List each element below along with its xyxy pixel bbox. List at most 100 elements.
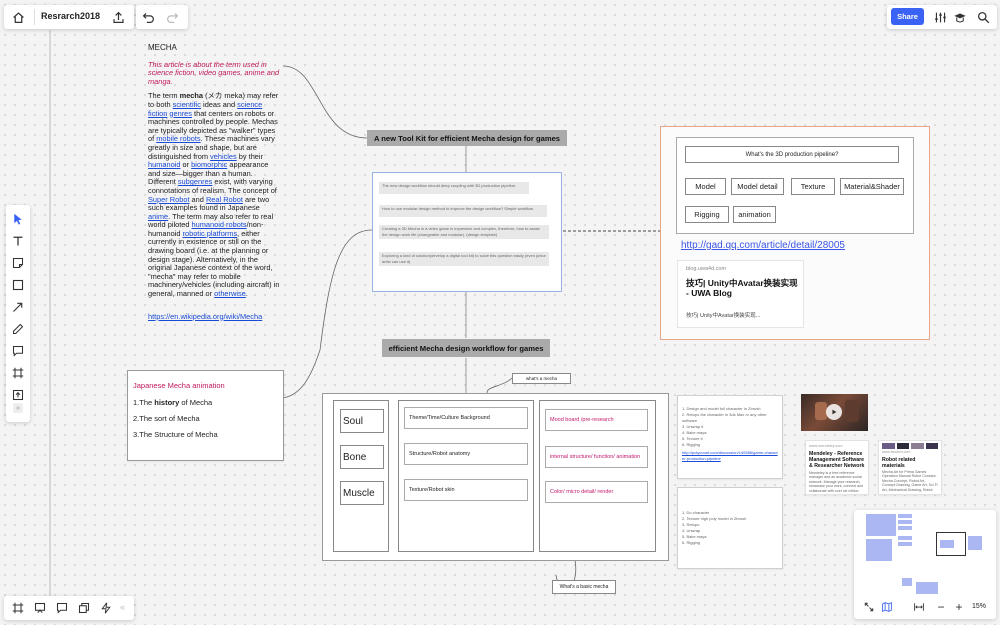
graduation-cap-icon[interactable] [952,9,968,25]
anime-note[interactable]: Japanese Mecha animation 1.The history o… [127,370,284,461]
redo-icon[interactable] [164,9,180,25]
right-color-detail[interactable]: Color/ micro detail/ render [545,481,648,503]
robot-materials-card[interactable]: www.fandom.com Robot related materials M… [878,440,942,495]
link-vehicles[interactable]: vehicles [210,151,237,161]
link-robotic-platforms[interactable]: robotic platforms [182,228,238,238]
comment-icon[interactable] [10,343,26,359]
tag-texture[interactable]: Texture [791,178,835,195]
wikipedia-link[interactable]: https://en.wikipedia.org/wiki/Mecha [148,311,263,321]
fit-screen-icon[interactable] [862,600,876,614]
map-icon[interactable] [880,600,894,614]
whats-basic-mecha-tag[interactable]: What's a basic mecha [552,580,616,594]
part-soul[interactable]: Soul [340,409,384,433]
sliders-icon[interactable] [932,9,948,25]
square-icon[interactable] [10,277,26,293]
part-bone[interactable]: Bone [340,445,384,469]
link-biomorphic[interactable]: biomorphic [191,160,228,170]
collapse-icon[interactable]: « [120,602,126,612]
home-icon[interactable] [10,9,26,25]
workflow-title[interactable]: efficient Mecha design workflow for game… [382,339,550,357]
mid-texture[interactable]: Texture/Robot skin [404,479,528,501]
mid-column: Theme/Time/Culture Background Structure/… [398,400,534,552]
tag-rigging[interactable]: Rigging [685,206,729,223]
link-humanoid-robots[interactable]: humanoid robots [191,220,247,230]
link-genres[interactable]: genres [169,108,192,118]
minimap-block [898,536,912,540]
fit-width-icon[interactable] [912,600,926,614]
upload-icon[interactable] [10,387,26,403]
robot-thumbs [882,443,938,449]
link-science-fiction[interactable]: science fiction [148,99,263,118]
board-title[interactable]: Resrarch2018 [41,11,101,21]
minimap-viewport[interactable] [936,532,966,556]
mendeley-card[interactable]: www.mendeley.com Mendeley - Reference Ma… [805,440,869,495]
cards-icon[interactable] [76,600,92,616]
presentation-icon[interactable] [32,600,48,616]
text-run: /non-humanoid [148,220,264,238]
workflow-frame[interactable]: Soul Bone Muscle Theme/Time/Culture Back… [322,393,669,561]
mid-theme[interactable]: Theme/Time/Culture Background [404,407,528,429]
undo-icon[interactable] [140,9,156,25]
text-run: or [180,160,192,170]
lightning-icon[interactable] [98,600,114,616]
zoom-out-icon[interactable]: − [937,600,945,614]
share-button[interactable]: Share [891,8,924,25]
parts-column: Soul Bone Muscle [333,400,389,552]
link-anime[interactable]: anime [148,211,169,221]
mendeley-title: Mendeley - Reference Management Software… [809,451,865,469]
sticky-note-icon[interactable] [10,255,26,271]
bottom-toolbar: « [4,596,134,620]
tag-material-shader[interactable]: Material&Shader [840,178,904,195]
tag-model-detail[interactable]: Model detail [731,178,784,195]
note-2[interactable]: How to use modular design method to impr… [379,205,547,217]
gad-link[interactable]: http://gad.qq.com/article/detail/28005 [681,240,845,251]
note-3[interactable]: Creating a 3D Mecha in a video game is e… [379,225,549,239]
uwa-link-card[interactable]: blog.uwa4d.com 技巧| Unity中Avatar换装实现 - UW… [677,260,804,328]
zoom-level[interactable]: 15% [972,603,987,610]
steps-list-2: 1. Do character 2. Texture high poly mod… [682,510,778,546]
pipeline-frame[interactable]: What's the 3D production pipeline? Model… [660,126,930,340]
tools-toolbar: » [6,205,30,422]
export-icon[interactable] [110,9,126,25]
search-icon[interactable] [975,9,991,25]
part-muscle[interactable]: Muscle [340,481,384,505]
chat-icon[interactable] [54,600,70,616]
note-4[interactable]: Exploring a kind of solution(develop a d… [379,252,549,266]
text-run: and [189,194,206,204]
mid-structure[interactable]: Structure/Robot anatomy [404,443,528,465]
link-mobile-robots[interactable]: mobile robots [156,134,201,144]
pen-icon[interactable] [10,321,26,337]
thumb [911,443,924,449]
link-humanoid[interactable]: humanoid [148,160,181,170]
text-run: 1.The [133,398,155,407]
steps-note-2[interactable]: 1. Do character 2. Texture high poly mod… [677,487,783,569]
frame-icon[interactable] [10,365,26,381]
link-real-robot[interactable]: Real Robot [205,194,243,204]
right-internal-structure[interactable]: internal structure/ function/ animation [545,446,648,468]
zoom-in-icon[interactable]: + [955,600,963,614]
more-icon[interactable]: » [13,403,23,413]
right-mood-board[interactable]: Mood board /pre-research [545,409,648,431]
pipeline-question[interactable]: What's the 3D production pipeline? [685,146,899,163]
robot-title: Robot related materials [882,457,916,469]
note-1[interactable]: The new design workflow should deep coup… [379,182,529,194]
link-subgenres[interactable]: subgenres [177,177,213,187]
tag-model[interactable]: Model [685,178,726,195]
toolkit-notes-frame[interactable]: The new design workflow should deep coup… [372,172,562,292]
minimap-canvas[interactable] [860,514,990,596]
play-icon[interactable] [826,404,842,420]
toolkit-title[interactable]: A new Tool Kit for efficient Mecha desig… [367,130,567,146]
tag-animation[interactable]: animation [733,206,776,223]
link-scientific[interactable]: scientific [172,99,201,109]
frames-icon[interactable] [10,600,26,616]
polycount-link[interactable]: http://polycount.com/discussion/140586/g… [682,450,778,461]
pipeline-steps-note[interactable]: 1. Design and model full character in Zb… [677,395,783,479]
minimap-block [940,540,954,548]
cursor-icon[interactable] [10,211,26,227]
whats-a-mecha-tag[interactable]: what's a mecha [512,373,571,384]
link-otherwise[interactable]: otherwise [214,289,246,299]
arrow-icon[interactable] [10,299,26,315]
link-super-robot[interactable]: Super Robot [148,194,190,204]
video-thumbnail[interactable] [801,394,868,431]
text-icon[interactable] [10,233,26,249]
